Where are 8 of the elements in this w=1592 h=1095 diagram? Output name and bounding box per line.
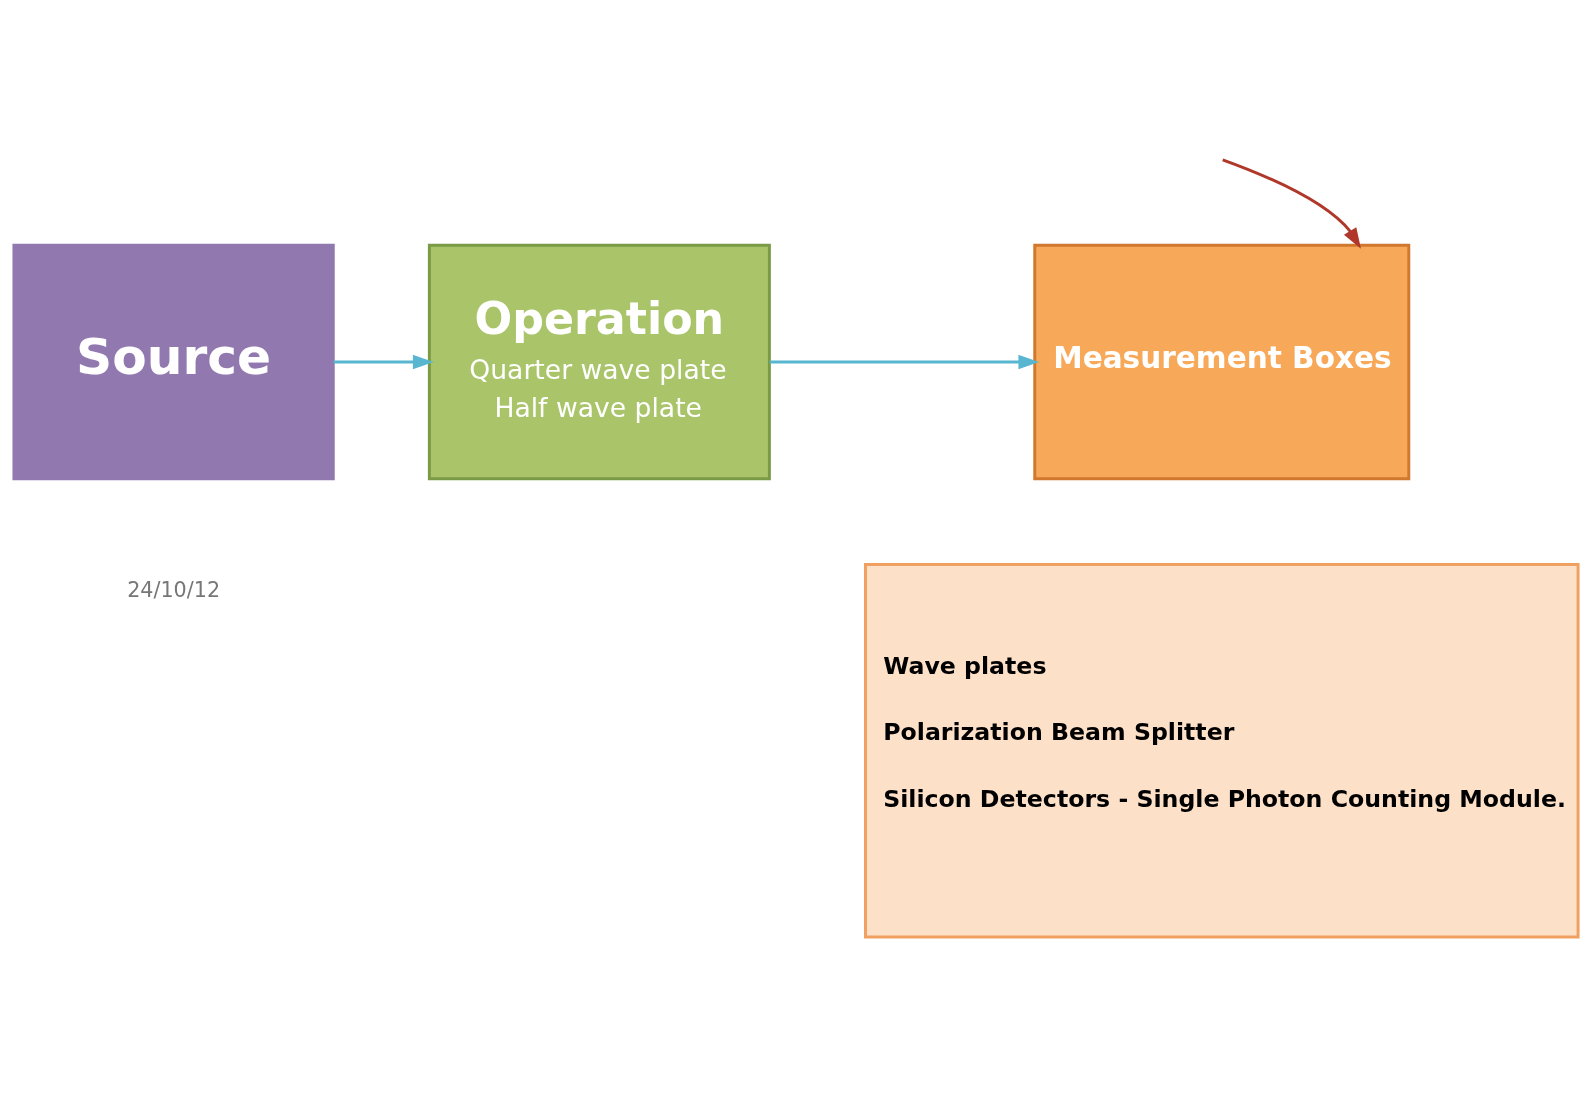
node-box: Measurement Boxes [1033,243,1411,480]
arrow [1222,157,1361,249]
node-box: Source [12,243,335,480]
arrow [333,354,434,369]
node-box: Wave plates Polarization Beam Splitter Silicon Detectors - Single Photon Counting Module. [864,562,1580,939]
label: 24/10/12 [127,577,221,602]
node-box: Operation Quarter wave plate Half wave plate [427,243,771,480]
arrow [769,354,1040,369]
